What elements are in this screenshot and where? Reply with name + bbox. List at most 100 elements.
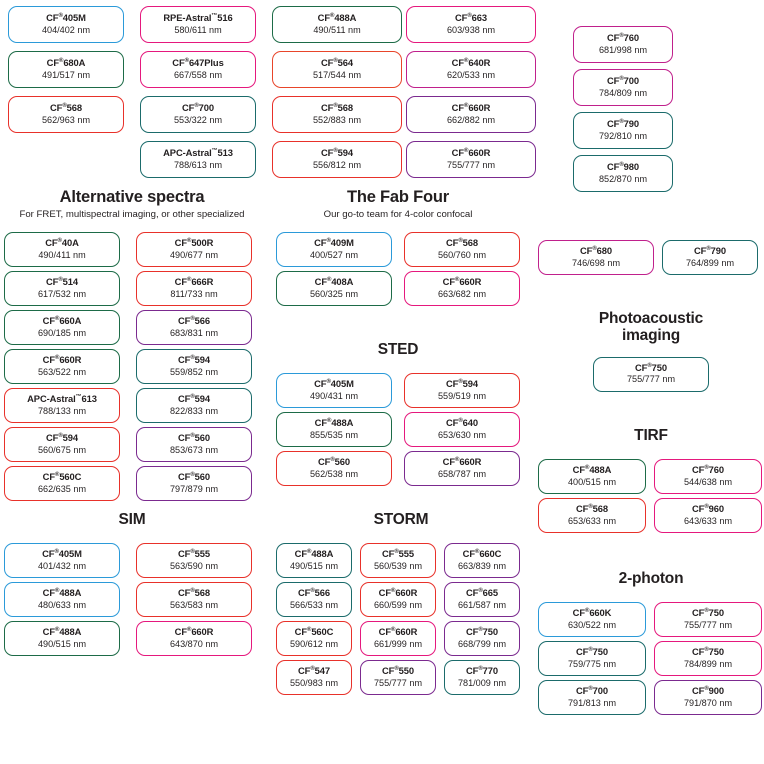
dye-wavelengths: 550/983 nm — [289, 677, 339, 688]
dye-name: CF®568 — [321, 102, 353, 114]
dye-name: CF®960 — [692, 503, 724, 515]
trademark-mark: ® — [186, 238, 192, 245]
dye-wavelengths: 563/590 nm — [169, 560, 219, 571]
dye-wavelengths: 544/638 nm — [683, 476, 733, 487]
dye-wavelengths: 853/673 nm — [169, 444, 219, 455]
dye-wavelengths: 811/733 nm — [170, 288, 218, 299]
sim-title: SIM — [118, 511, 146, 528]
dye-name: CF®560C — [42, 471, 82, 483]
trademark-mark: ® — [54, 472, 60, 479]
dye-name: CF®665 — [466, 587, 498, 599]
dye-wavelengths: 400/527 nm — [309, 249, 359, 260]
trademark-mark: ® — [190, 355, 195, 362]
dye-wavelengths: 590/612 nm — [289, 638, 339, 649]
trademark-mark: ® — [390, 588, 396, 595]
alternative-spectra-section: Alternative spectra For FRET, multispect… — [4, 188, 260, 501]
trademark-mark: ® — [326, 277, 332, 284]
dye-wavelengths: 764/899 nm — [685, 257, 735, 268]
